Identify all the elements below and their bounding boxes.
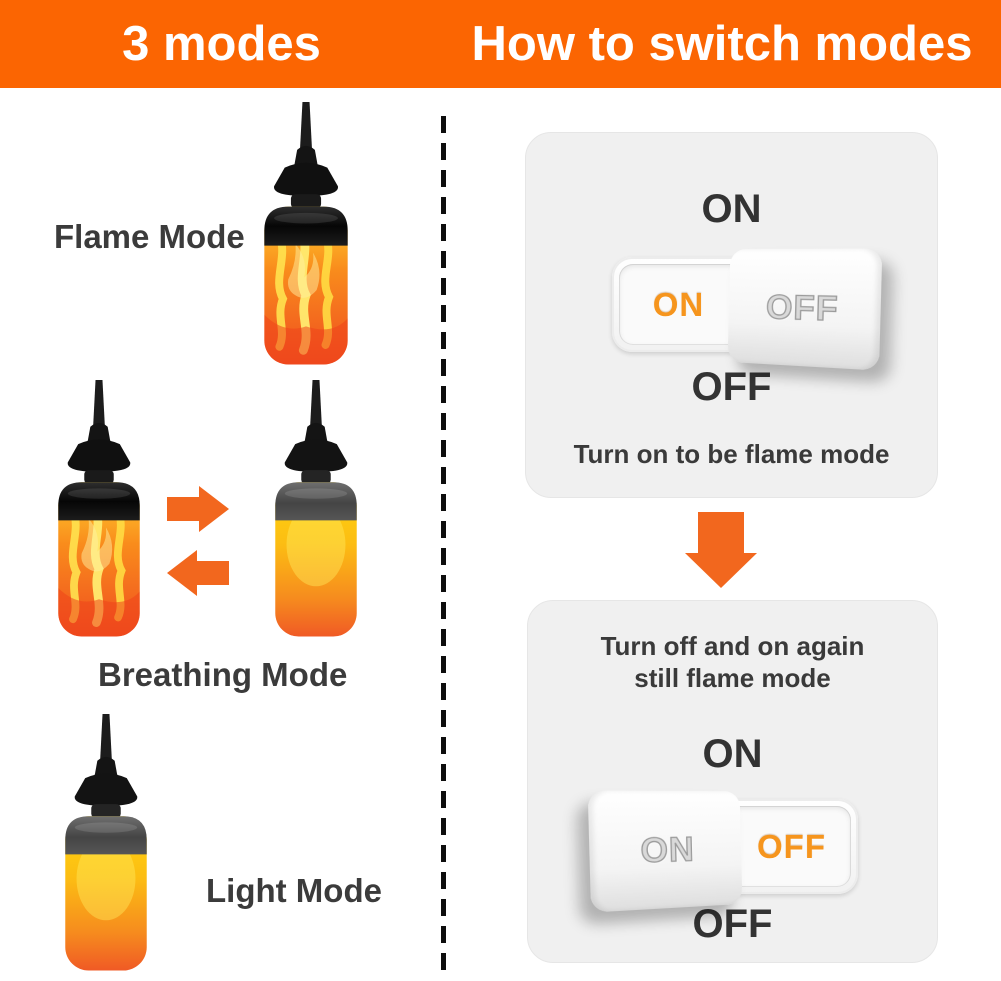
switch-rocker-on: ON [587,790,743,913]
instruction-card-turn-on: ON ON OFF OFF Turn on to be flame mode [525,132,938,498]
arrow-left-icon [167,550,229,596]
flame-mode-lamp-photo [264,102,348,365]
instruction-card-turn-off-on: Turn off and on again still flame mode O… [527,600,938,963]
switch-off-text: OFF [757,827,826,865]
card1-on-label: ON [701,187,762,231]
flame-mode-label: Flame Mode [54,218,245,255]
breathing-mode-light-lamp-photo [275,380,357,637]
switch-off-side: OFF [732,806,851,887]
dashed-divider [441,116,446,974]
switch-on-text: ON [639,829,696,870]
light-mode-label: Light Mode [206,872,382,909]
card2-caption-line1: Turn off and on again [600,631,865,661]
header-right-cell: How to switch modes [443,0,1001,88]
breathing-mode-label: Breathing Mode [98,656,348,693]
card1-caption: Turn on to be flame mode [573,439,890,469]
card2-on-label: ON [702,732,763,776]
arrow-down-icon [685,512,757,588]
card1-off-label: OFF [691,365,772,409]
header-left-cell: 3 modes [0,0,443,88]
modes-title: 3 modes [122,17,321,71]
header-banner: 3 modes How to switch modes [0,0,1001,88]
switch-on-text: ON [652,285,705,323]
card2-off-label: OFF [692,902,773,946]
card2-caption-line2: still flame mode [634,662,831,693]
card2-caption: Turn off and on again still flame mode [528,631,937,694]
power-switch-on-state-graphic: ON OFF [612,248,883,371]
light-mode-lamp-photo [65,714,147,971]
power-switch-off-state-graphic: OFF ON [587,790,858,913]
switch-rocker-off: OFF [727,248,883,371]
switch-on-side: ON [619,264,738,345]
arrow-right-icon [167,486,229,532]
switch-off-text: OFF [765,286,840,328]
breathing-mode-flame-lamp-photo [58,380,140,637]
switch-title: How to switch modes [471,17,973,71]
